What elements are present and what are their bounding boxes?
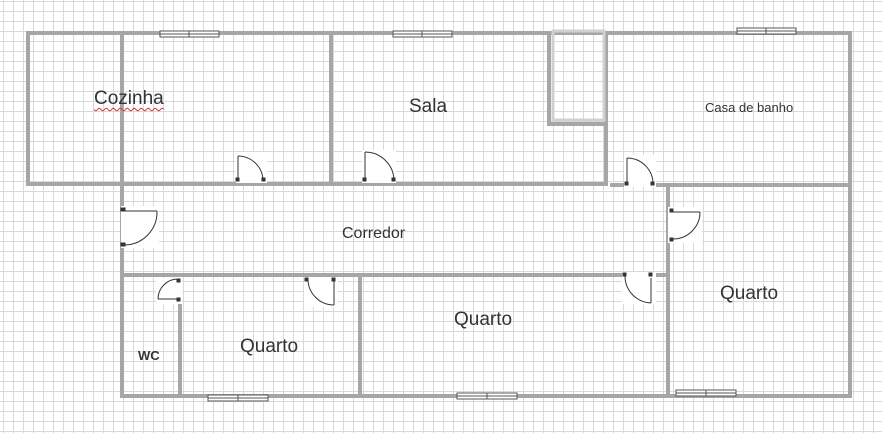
room-label-casa-de-banho: Casa de banho [705,100,794,115]
door-quarto-right-top [668,207,702,243]
door-quarto-middle [622,272,656,304]
room-label-sala: Sala [409,96,448,117]
door-sala [362,150,396,183]
room-label-wc: WC [138,348,160,363]
room-label-cozinha: Cozinha [94,88,164,109]
window-quarto-left [207,394,269,402]
room-label-corredor: Corredor [342,225,406,242]
room-label-quarto-left: Quarto [240,336,299,357]
door-casa-de-banho [624,155,656,187]
windows [159,27,797,402]
shaft-inner-outline [551,29,606,122]
door-corridor-left [120,206,159,248]
room-label-quarto-middle: Quarto [454,309,513,330]
window-sala [392,30,453,38]
window-cozinha [159,30,220,38]
window-quarto-middle [456,392,518,400]
room-label-quarto-right: Quarto [720,283,779,304]
window-casa-de-banho [736,27,797,35]
door-wc [156,278,182,304]
window-quarto-right [675,389,737,397]
door-cozinha [235,152,267,183]
door-quarto-left [304,277,338,307]
doors [120,150,702,307]
